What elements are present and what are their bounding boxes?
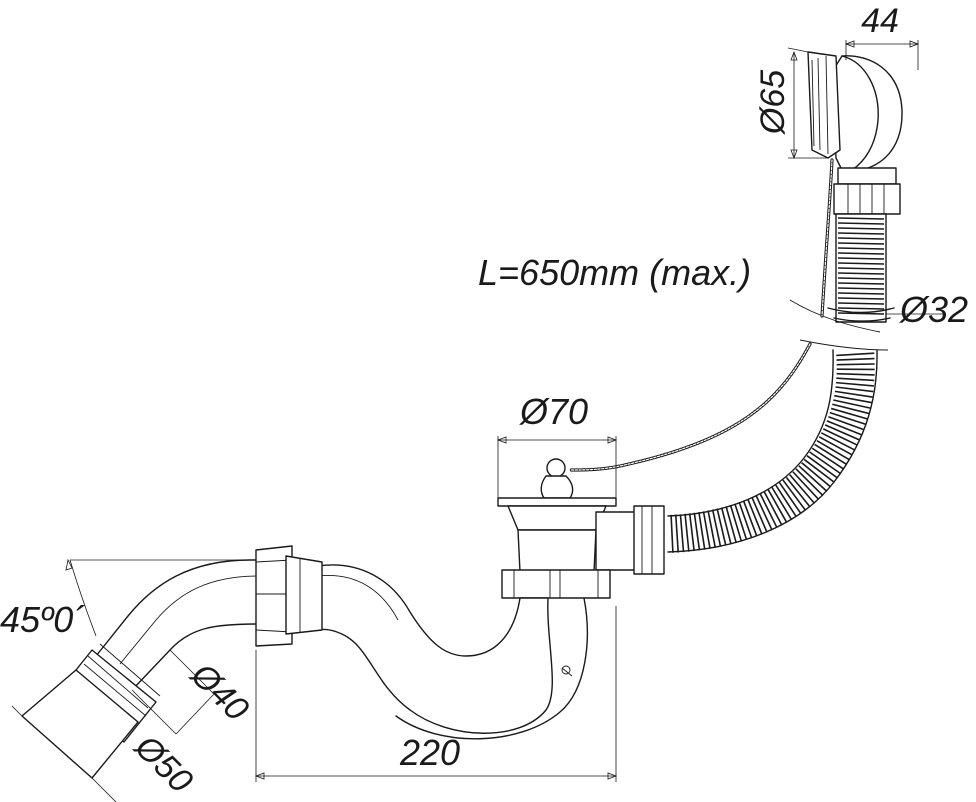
outlet-elbow xyxy=(21,545,323,779)
s-trap xyxy=(317,564,588,740)
hose-rib xyxy=(837,277,885,280)
dim-hose-length: L=650mm (max.) xyxy=(478,252,751,293)
hose-rib xyxy=(771,486,793,521)
hose-rib xyxy=(693,512,701,551)
overflow-head xyxy=(807,51,903,215)
hose-rib xyxy=(837,247,885,250)
hose-rib xyxy=(836,357,875,361)
hose-rib xyxy=(820,432,856,451)
hose-rib xyxy=(837,257,885,260)
hose-rib xyxy=(837,312,885,315)
hose-rib xyxy=(738,501,753,539)
hose-rib xyxy=(716,508,727,546)
dim-diameter-50: Ø50 xyxy=(127,727,200,800)
hose-rib xyxy=(816,439,851,461)
hose-rib xyxy=(767,489,788,523)
hose-rib xyxy=(742,500,758,537)
hose-rib xyxy=(809,451,842,475)
hose-rib xyxy=(698,511,706,550)
hose-rib xyxy=(832,403,870,415)
hose-rib xyxy=(835,381,874,387)
hose-rib xyxy=(803,458,835,484)
hose-rib xyxy=(836,372,875,376)
dim-diameter-40: Ø40 xyxy=(183,655,256,728)
hose-rib xyxy=(833,399,871,409)
hose-rib xyxy=(837,227,885,230)
hose-rib xyxy=(778,482,802,515)
hose-rib xyxy=(822,428,858,446)
hose-rib xyxy=(814,443,848,466)
hose-rib xyxy=(837,267,885,270)
hose-rib xyxy=(837,287,885,290)
hose-rib xyxy=(729,504,743,542)
hose-rib xyxy=(837,222,885,225)
hose-rib xyxy=(837,217,885,220)
hose-rib xyxy=(751,497,768,533)
hose-rib xyxy=(837,262,885,265)
hose-rib xyxy=(834,390,873,398)
hose-rib xyxy=(720,507,732,545)
dim-diameter-65: Ø65 xyxy=(754,70,792,135)
hose-rib xyxy=(837,292,885,295)
hose-rib xyxy=(836,363,875,366)
hose-rib xyxy=(763,491,783,526)
hose-rib xyxy=(725,506,738,544)
hose-rib xyxy=(734,503,748,541)
hose-rib xyxy=(837,252,885,255)
hose-rib xyxy=(674,514,680,553)
hose-rib xyxy=(795,468,824,497)
dim-angle-45: 45º0´ xyxy=(0,599,85,640)
hose-rib xyxy=(836,377,875,382)
hose-rib xyxy=(755,495,773,531)
hose-rib xyxy=(837,232,885,235)
hose-rib xyxy=(837,242,885,245)
hose-rib xyxy=(806,455,839,479)
dim-width-44: 44 xyxy=(861,2,899,40)
lower-flex-hose xyxy=(667,349,878,553)
hose-rib xyxy=(798,465,828,492)
hose-rib xyxy=(747,498,763,535)
hose-rib xyxy=(711,509,722,547)
hose-rib xyxy=(818,436,853,456)
hose-rib xyxy=(670,514,674,553)
hose-rib xyxy=(837,272,885,275)
hose-rib xyxy=(801,462,832,488)
hose-rib xyxy=(707,510,717,548)
hose-rib xyxy=(829,411,867,426)
hose-rib xyxy=(811,447,845,470)
hose-rib xyxy=(837,302,885,305)
hose-rib xyxy=(702,511,711,549)
hose-rib xyxy=(834,394,872,404)
hose-rib xyxy=(836,352,875,357)
hose-rib xyxy=(789,474,816,504)
hose-rib xyxy=(837,307,885,310)
dim-diameter-32: Ø32 xyxy=(899,289,968,330)
hose-rib xyxy=(759,493,778,529)
hose-rib xyxy=(824,424,861,441)
plug-waste xyxy=(497,458,665,599)
hose-rib xyxy=(782,479,807,511)
hose-rib xyxy=(792,471,820,501)
hose-rib xyxy=(837,237,885,240)
dim-length-220: 220 xyxy=(399,732,460,773)
hose-rib xyxy=(837,297,885,300)
hose-rib xyxy=(775,484,797,518)
dim-diameter-70: Ø70 xyxy=(519,391,588,432)
hose-rib xyxy=(837,282,885,285)
hose-rib xyxy=(785,476,811,508)
bead-chain xyxy=(568,158,834,472)
hose-rib xyxy=(830,407,868,420)
hose-rib xyxy=(679,514,685,553)
hose-rib xyxy=(835,386,874,393)
hose-rib xyxy=(684,513,690,552)
hose-rib xyxy=(826,420,863,436)
upper-flex-hose xyxy=(827,213,895,323)
hose-rib xyxy=(828,415,865,431)
dimension-lines xyxy=(11,40,946,802)
hose-rib xyxy=(688,513,695,552)
